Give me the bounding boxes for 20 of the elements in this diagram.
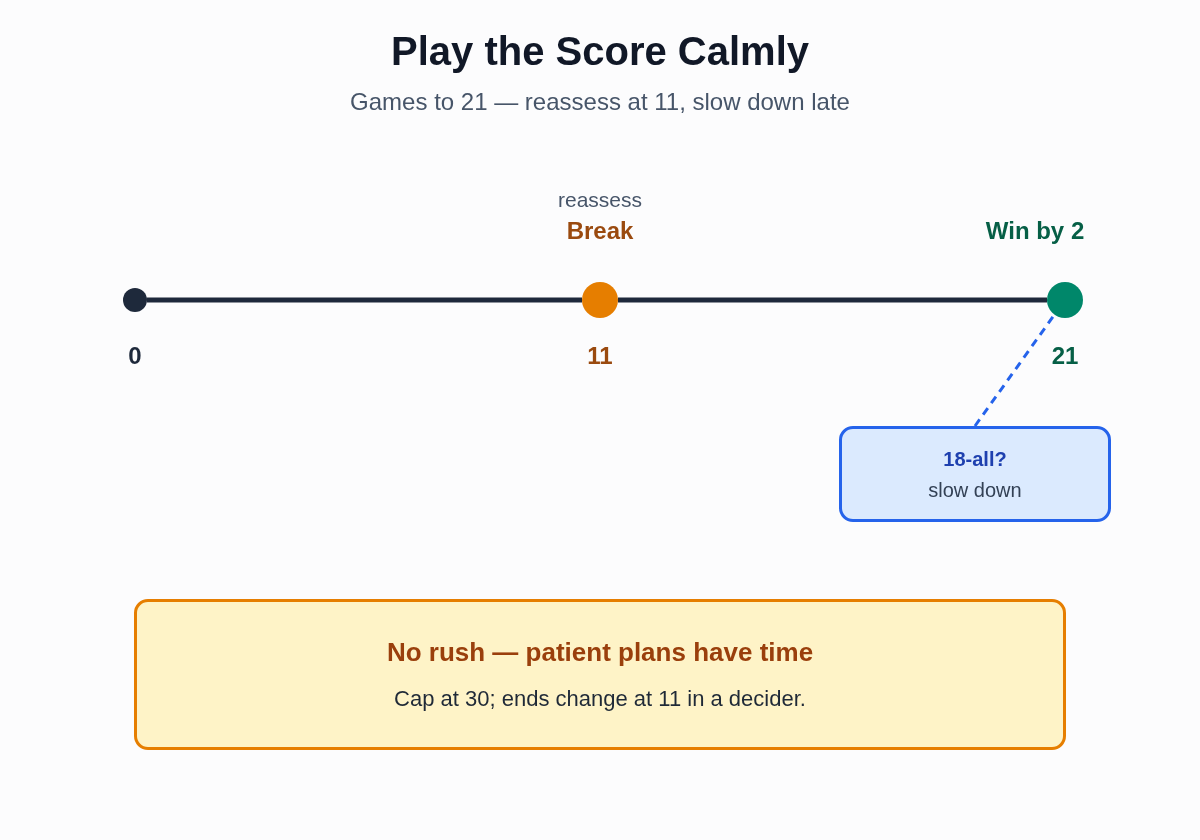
callout-box: [839, 426, 1111, 522]
timeline-start-dot: [123, 288, 147, 312]
marker-label: Break: [566, 216, 634, 246]
timeline-dot: [582, 282, 618, 318]
timeline-line: [147, 297, 582, 303]
note-text: Cap at 30; ends change at 11 in a decider.: [394, 685, 806, 713]
marker-note: reassess: [558, 187, 642, 213]
subtitle: Games to 21 — reassess at 11, slow down late: [350, 87, 850, 117]
score-label: 21: [1051, 341, 1079, 371]
callout-heading: 18-all?: [943, 446, 1007, 471]
timeline-line: [618, 297, 1047, 303]
score-label: 0: [128, 341, 142, 371]
marker-label: Win by 2: [985, 216, 1085, 246]
note-heading: No rush — patient plans have time: [386, 636, 814, 668]
note-box: [134, 599, 1066, 750]
leader-line: [973, 313, 1056, 427]
timeline-end-dot: [1047, 282, 1083, 318]
title: Play the Score Calmly: [391, 28, 809, 75]
score-label: 11: [587, 341, 613, 371]
callout-text: slow down: [928, 477, 1022, 502]
